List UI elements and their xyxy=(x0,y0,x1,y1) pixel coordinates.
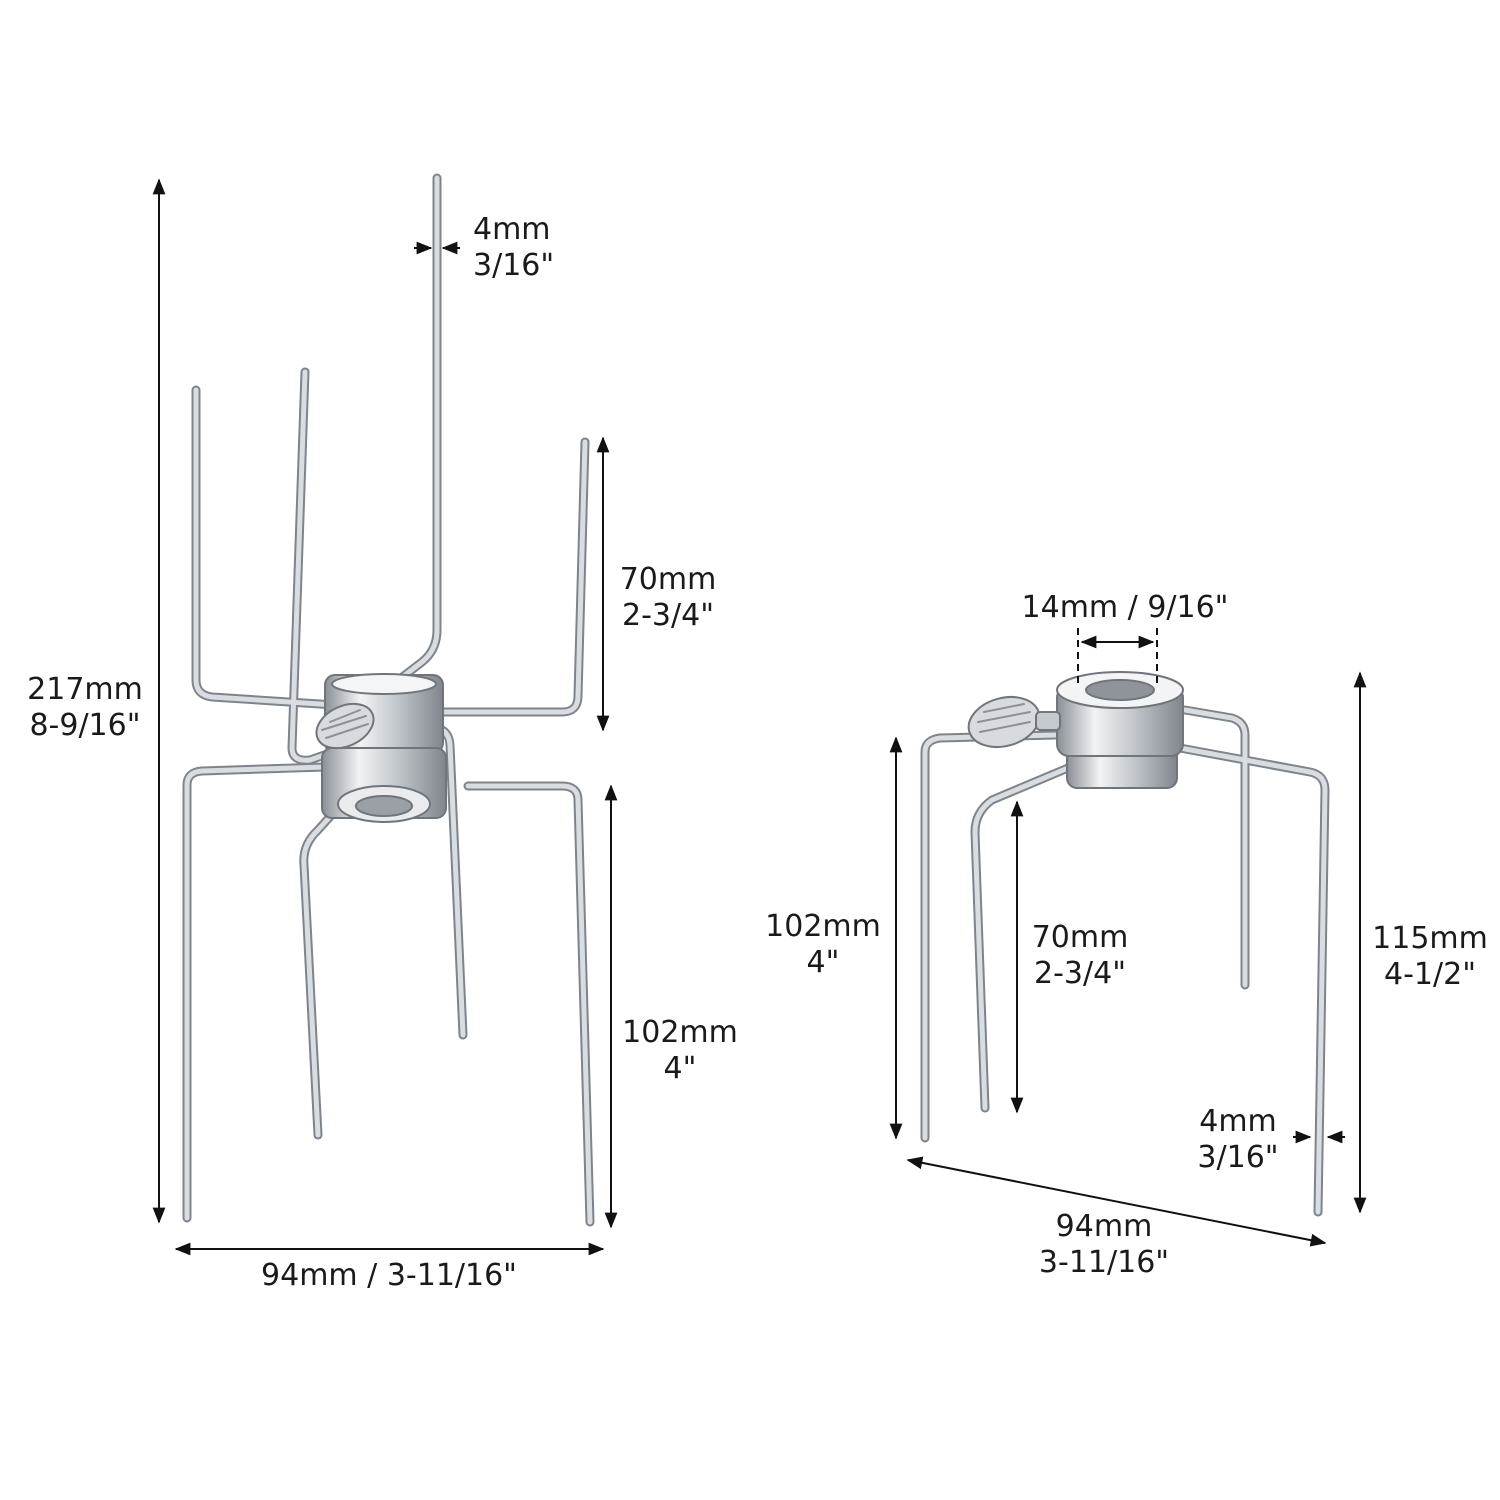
left-fork-upper-right-prong xyxy=(435,437,590,717)
right-width-dimension-line xyxy=(906,1156,1327,1247)
right-fork-thumb-screw xyxy=(967,696,1061,748)
left-upper-prong-inch: 2-3/4" xyxy=(622,598,714,633)
left-upper-prong-mm: 70mm xyxy=(619,562,717,597)
left-fork-lower-right-prong xyxy=(463,781,595,1227)
right-fork-collar xyxy=(1056,671,1184,789)
left-lower-prong-mm: 102mm xyxy=(622,1015,738,1050)
left-height-inch: 8-9/16" xyxy=(29,708,141,743)
right-width-inch: 3-11/16" xyxy=(1038,1245,1170,1280)
left-fork-center-spike xyxy=(370,173,442,703)
left-fork-thumb-screw xyxy=(315,702,375,750)
right-height-mm: 115mm xyxy=(1372,921,1488,956)
left-rod-diameter-inch: 3/16" xyxy=(473,248,555,283)
right-short-prong-mm: 70mm xyxy=(1031,920,1129,955)
right-height-label: 115mm 4-1/2" xyxy=(1372,921,1488,993)
right-rod-diameter-inch: 3/16" xyxy=(1197,1140,1279,1175)
left-rod-diameter-mm: 4mm xyxy=(473,212,551,247)
left-width-label: 94mm / 3-11/16" xyxy=(261,1258,517,1294)
left-fork-upper-left-prong xyxy=(191,385,340,710)
right-short-prong-label: 70mm 2-3/4" xyxy=(1032,920,1129,992)
dimension-lines xyxy=(152,178,1367,1256)
right-long-prong-label: 102mm 4" xyxy=(765,909,881,981)
right-bore-label: 14mm / 9/16" xyxy=(1022,590,1229,626)
right-long-prong-mm: 102mm xyxy=(765,909,881,944)
left-fork-lower-left-prong xyxy=(182,762,330,1223)
right-rod-diameter-label: 4mm 3/16" xyxy=(1197,1104,1278,1176)
right-width-label: 94mm 3-11/16" xyxy=(1039,1209,1169,1281)
right-bore-text: 14mm / 9/16" xyxy=(1021,590,1229,625)
left-fork-illustration xyxy=(182,173,595,1227)
right-height-inch: 4-1/2" xyxy=(1384,957,1476,992)
right-long-prong-inch: 4" xyxy=(806,945,840,980)
left-rod-diameter-label: 4mm 3/16" xyxy=(473,212,554,284)
right-short-prong-inch: 2-3/4" xyxy=(1034,956,1126,991)
right-width-mm: 94mm xyxy=(1055,1209,1153,1244)
left-width-text: 94mm / 3-11/16" xyxy=(261,1258,517,1293)
left-lower-prong-label: 102mm 4" xyxy=(622,1015,738,1087)
right-fork-illustration xyxy=(920,671,1330,1217)
left-lower-prong-inch: 4" xyxy=(663,1051,697,1086)
left-height-mm: 217mm xyxy=(27,672,143,707)
left-height-label: 217mm 8-9/16" xyxy=(27,672,143,744)
right-rod-diameter-mm: 4mm xyxy=(1199,1104,1277,1139)
left-upper-prong-label: 70mm 2-3/4" xyxy=(620,562,717,634)
